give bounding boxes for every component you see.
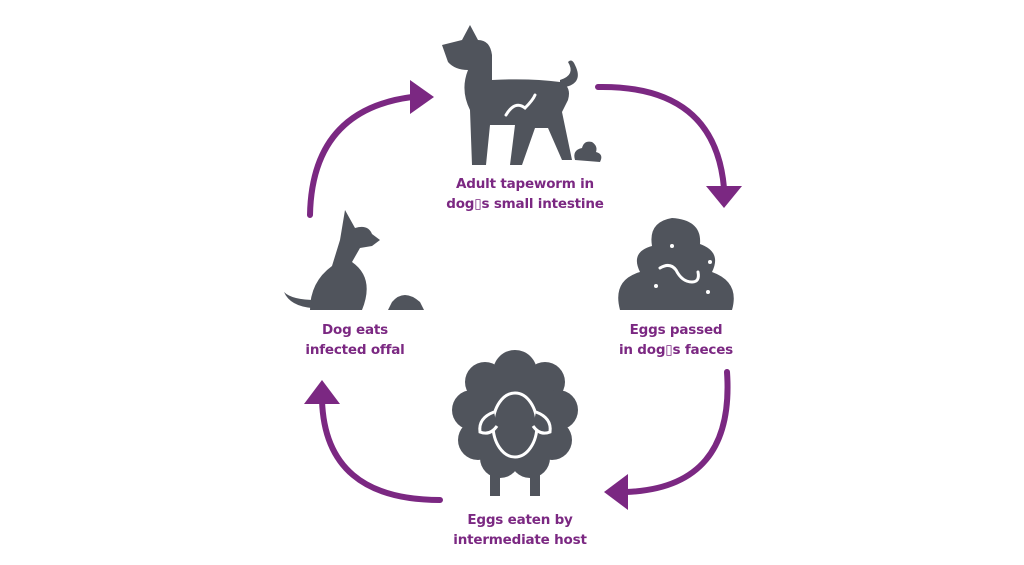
arrowhead-up-icon (304, 380, 340, 404)
label-eggs-passed: Eggs passed in dog▯s faeces (566, 320, 786, 360)
label-line: intermediate host (453, 532, 587, 548)
label-adult-tapeworm: Adult tapeworm in dog▯s small intestine (415, 174, 635, 214)
label-eggs-eaten: Eggs eaten by intermediate host (410, 510, 630, 550)
arrow-to-sheep (623, 369, 731, 495)
arrow-to-adult-dog (307, 94, 415, 218)
sheep-icon (452, 350, 578, 496)
label-line: infected offal (305, 342, 405, 358)
label-line: Eggs passed (629, 322, 723, 338)
label-line: Dog eats (322, 322, 388, 338)
label-line: Eggs eaten by (467, 512, 573, 528)
label-line: Adult tapeworm in (456, 176, 594, 192)
arrowhead-down-icon (706, 186, 742, 208)
arrow-to-sitting-dog (319, 397, 443, 503)
faeces-icon (618, 218, 734, 310)
arrowhead-right-icon (410, 80, 434, 114)
label-line: dog▯s small intestine (446, 196, 604, 212)
arrowhead-left-icon (604, 474, 628, 510)
label-dog-eats-offal: Dog eats infected offal (245, 320, 465, 360)
arrow-to-faeces (595, 83, 727, 191)
standing-dog-icon (442, 25, 602, 165)
label-line: in dog▯s faeces (618, 342, 734, 358)
sitting-dog-icon (284, 210, 424, 310)
